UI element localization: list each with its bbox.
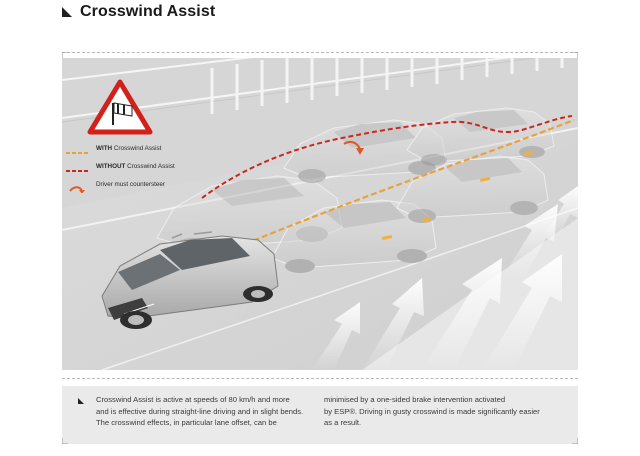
caption-column-1: Crosswind Assist is active at speeds of …	[96, 394, 316, 429]
legend-without-suffix: Crosswind Assist	[125, 163, 174, 170]
caption-line: Crosswind Assist is active at speeds of …	[96, 394, 316, 406]
corner-bracket-bottom-right	[572, 438, 578, 444]
caption-line: and is effective during straight-line dr…	[96, 406, 316, 418]
legend-with-prefix: WITH	[96, 145, 112, 152]
caption-line: The crosswind effects, in particular lan…	[96, 417, 316, 429]
legend-with-assist: WITH Crosswind Assist	[66, 142, 216, 154]
legend-with-suffix: Crosswind Assist	[112, 145, 161, 152]
legend: WITH Crosswind Assist WITHOUT Crosswind …	[66, 142, 216, 196]
bottom-divider	[62, 378, 578, 379]
header-triangle-icon	[62, 7, 72, 17]
corner-bracket-bottom-left	[62, 438, 68, 444]
caption-line: minimised by a one-sided brake intervent…	[324, 394, 570, 406]
legend-without-assist: WITHOUT Crosswind Assist	[66, 160, 216, 172]
corner-bracket-top-left	[62, 52, 68, 58]
page-title: Crosswind Assist	[80, 3, 215, 21]
caption-column-2: minimised by a one-sided brake intervent…	[324, 394, 570, 429]
legend-without-prefix: WITHOUT	[96, 163, 125, 170]
with-assist-swatch	[66, 144, 90, 152]
caption-line: by ESP®. Driving in gusty crosswind is m…	[324, 406, 570, 418]
caption-line: as a result.	[324, 417, 570, 429]
caption-box: Crosswind Assist is active at speeds of …	[62, 386, 578, 444]
caption-triangle-icon	[78, 398, 84, 404]
countersteer-swatch-icon	[66, 180, 90, 188]
without-assist-swatch	[66, 162, 90, 170]
legend-countersteer-text: Driver must countersteer	[96, 181, 165, 188]
page-header: Crosswind Assist	[62, 4, 215, 20]
crosswind-illustration	[62, 58, 578, 370]
corner-bracket-top-right	[572, 52, 578, 58]
top-divider	[62, 52, 578, 53]
legend-countersteer: Driver must countersteer	[66, 178, 216, 190]
